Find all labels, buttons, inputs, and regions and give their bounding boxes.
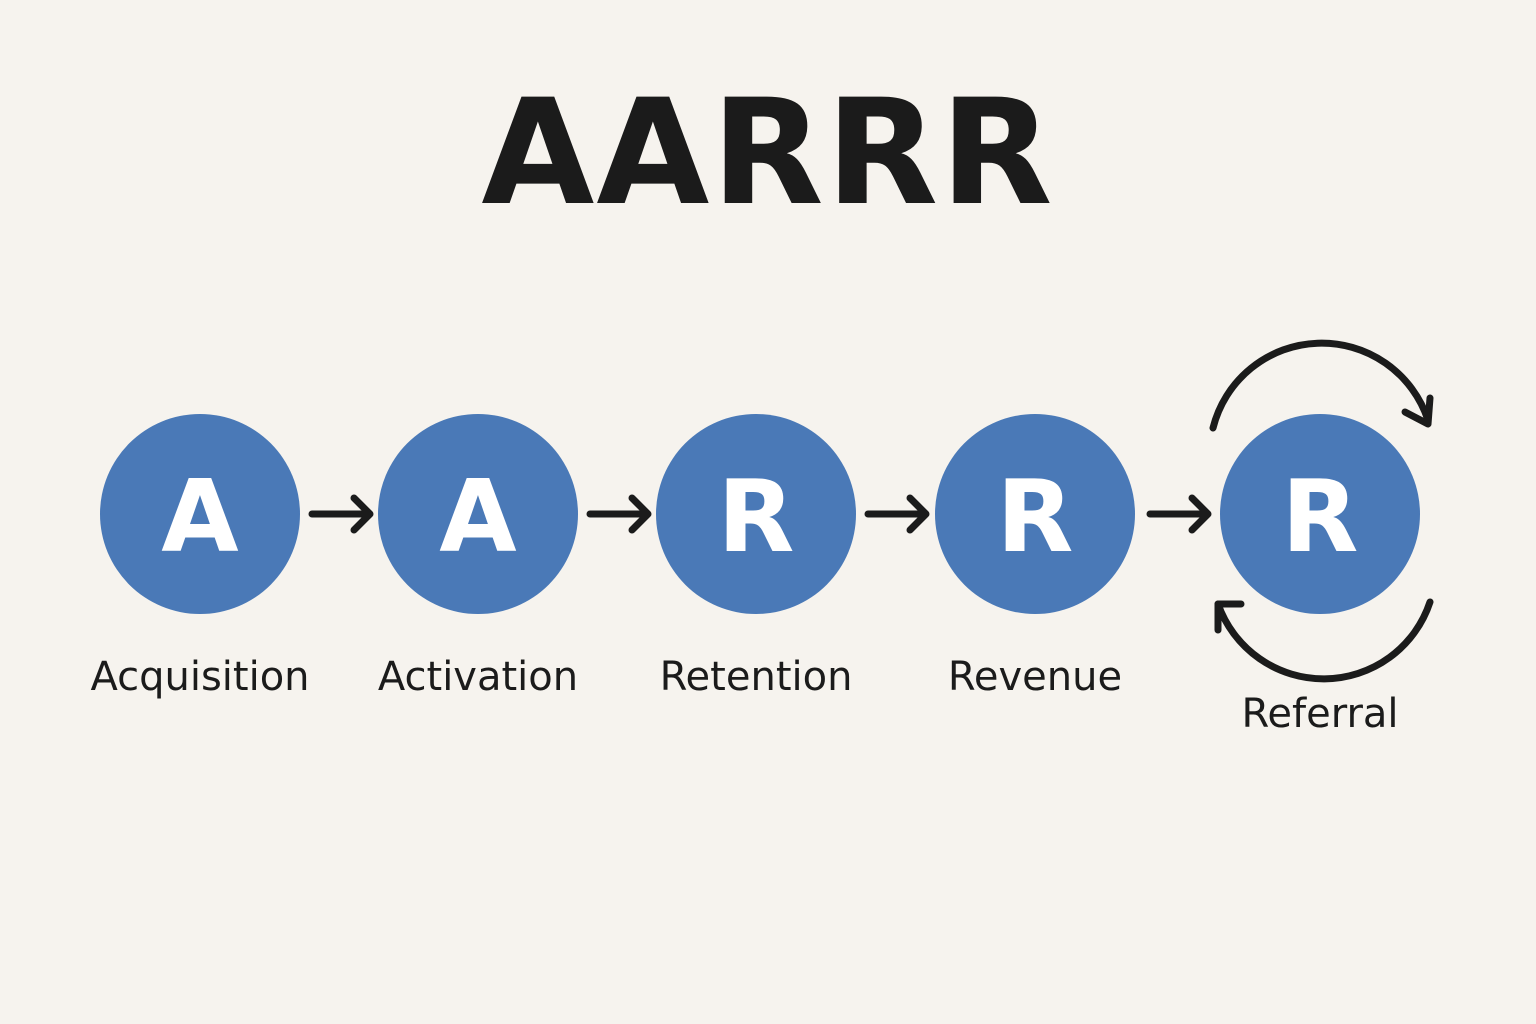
stage-activation: A Activation [378,414,578,700]
stage-circle [656,414,856,614]
stage-referral: R Referral [1220,414,1420,737]
stage-revenue: R Revenue [935,414,1135,700]
stage-letter: R [996,458,1073,575]
stage-circle [1220,414,1420,614]
stage-label: Retention [660,654,853,700]
stage-label: Acquisition [90,654,309,700]
stage-circle [378,414,578,614]
stage-letter: R [717,458,794,575]
stage-retention: R Retention [656,414,856,700]
arrow-right-icon [1146,494,1212,534]
stage-label: Referral [1241,691,1398,737]
stage-label: Activation [378,654,578,700]
arrow-right-icon [586,494,652,534]
diagram-title: AARRR [481,68,1055,238]
stage-circle [935,414,1135,614]
stage-letter: A [439,458,516,575]
stage-letter: A [161,458,238,575]
stage-acquisition: A Acquisition [90,414,310,700]
circular-arrows-icon [1209,339,1434,683]
arrow-right-icon [308,494,374,534]
arrow-right-icon [864,494,930,534]
stage-circle [100,414,300,614]
stage-letter: R [1281,458,1358,575]
stage-label: Revenue [948,654,1122,700]
